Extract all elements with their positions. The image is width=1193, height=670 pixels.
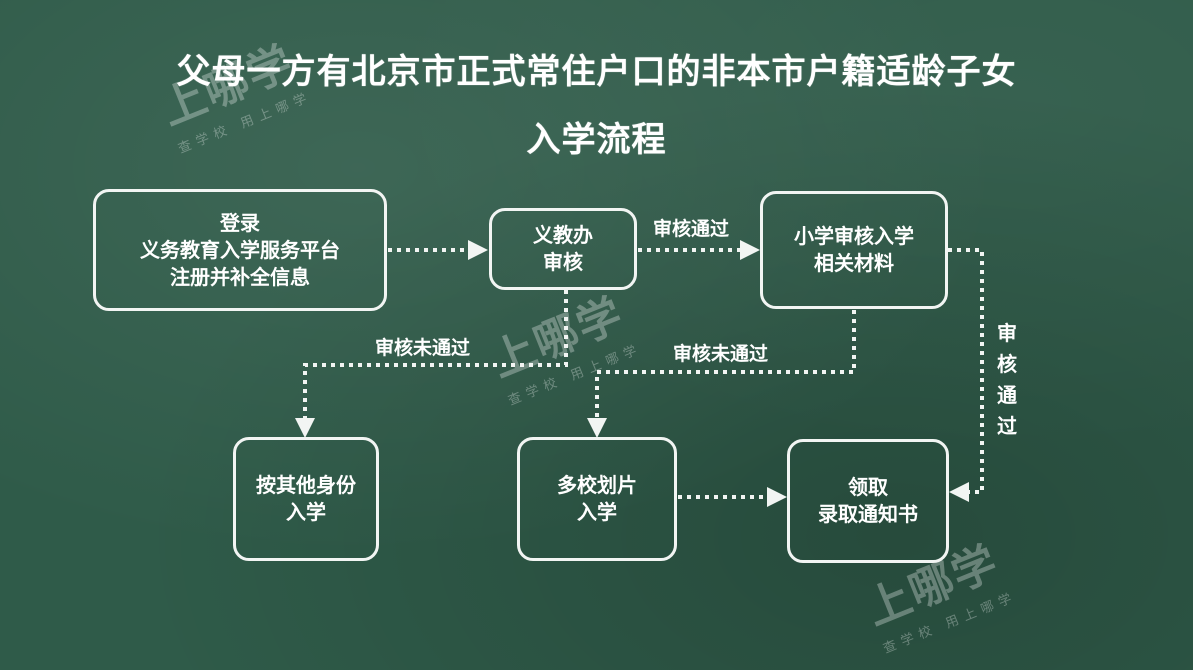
node-notice-line: 录取通知书 (818, 502, 918, 526)
node-register: 登录 义务教育入学服务平台 注册并补全信息 (93, 189, 387, 311)
node-school-review-line: 相关材料 (814, 251, 894, 275)
node-register-line: 义务教育入学服务平台 (140, 237, 340, 262)
node-other-identity-line: 按其他身份 (256, 473, 356, 497)
node-multi-school-line: 多校划片 (557, 473, 637, 497)
node-multi-school-line: 入学 (577, 500, 617, 524)
edge-review-to-other-identity (295, 290, 568, 438)
node-school-review-line: 小学审核入学 (794, 224, 914, 248)
edge-school-review-to-multi-school (587, 310, 856, 438)
node-review-line: 义教办 (533, 223, 593, 247)
node-school-review: 小学审核入学 相关材料 (760, 191, 948, 309)
diagram-subtitle: 入学流程 (526, 120, 667, 160)
edge-label-review-fail: 审核未通过 (375, 337, 471, 359)
node-review-line: 审核 (543, 250, 583, 274)
node-notice: 领取 录取通知书 (787, 439, 949, 563)
diagram-title: 父母一方有北京市正式常住户口的非本市户籍适龄子女 (176, 52, 1017, 92)
node-review: 义教办 审核 (489, 208, 637, 290)
edge-school-review-to-notice (948, 248, 984, 502)
node-notice-line: 领取 (848, 475, 888, 499)
edge-label-review-pass: 审核通过 (653, 218, 730, 240)
edge-label-review-fail: 审核未通过 (673, 343, 769, 365)
node-multi-school: 多校划片 入学 (517, 437, 677, 561)
node-register-line: 登录 (220, 210, 260, 235)
edge-label-review-pass-vertical: 审核通过 (997, 321, 1017, 438)
node-other-identity: 按其他身份 入学 (233, 437, 379, 561)
node-register-line: 注册并补全信息 (170, 264, 310, 289)
node-other-identity-line: 入学 (286, 500, 326, 524)
